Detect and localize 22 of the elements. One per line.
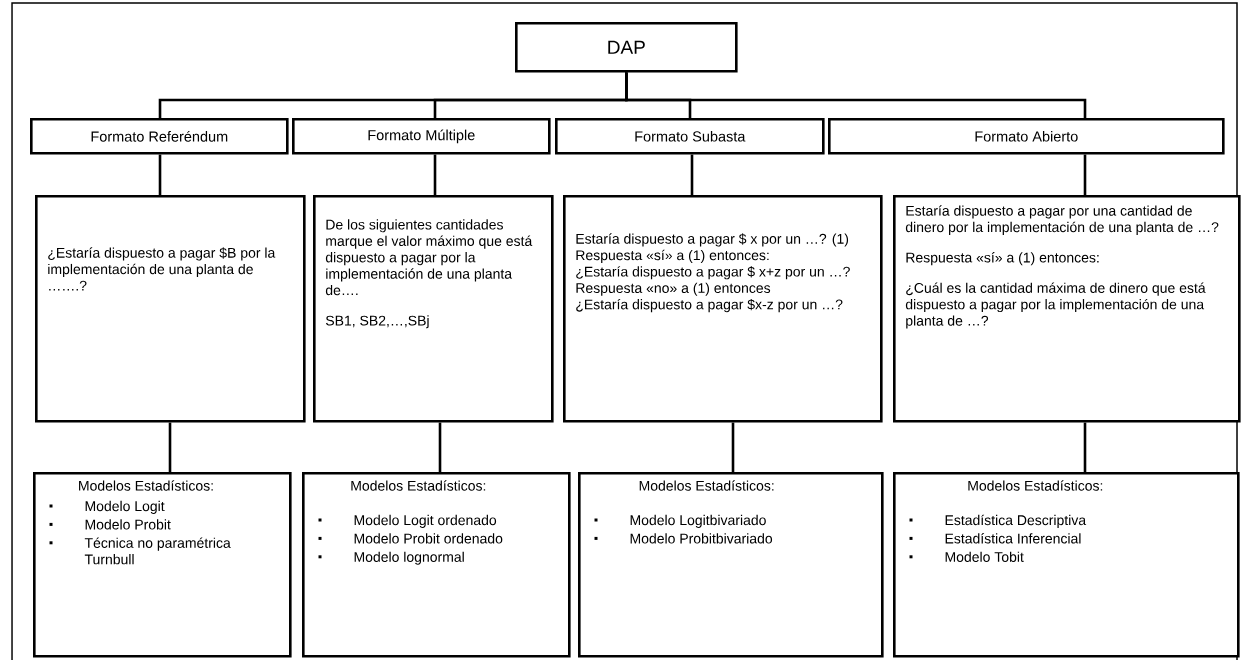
connector	[433, 154, 437, 195]
connector	[690, 154, 694, 195]
question-box: ¿Estaría dispuesto a pagar $B por la implementación de una planta de …….?	[35, 195, 306, 423]
format-box: Formato Referéndum	[30, 118, 289, 155]
connector	[731, 422, 735, 472]
format-box: Formato Abierto	[828, 118, 1225, 155]
question-box: De los siguientes cantidades marque el valor máximo que está dispuesto a pagar por la implementación de una planta de…. SB1, SB2,…,SBj	[313, 195, 554, 423]
question-box: Estaría dispuesto a pagar $ x por un …? (1) Respuesta «sí» a (1) entonces: ¿Estaría dispuesto a pagar $ x+z por un …? Respuesta «no» a (1) entonces ¿Estaría dispuesto a pagar $x-z por un …?	[563, 195, 883, 423]
models-box: Modelos Estadísticos: Modelo Logitbivariado Modelo Probitbivariado	[578, 472, 884, 658]
connector	[625, 72, 1087, 118]
models-box: Modelos Estadísticos: Estadística Descriptiva Estadística Inferencial Modelo Tobit	[893, 472, 1240, 658]
connector	[1083, 422, 1087, 472]
root-box: DAP	[515, 22, 738, 73]
models-box: Modelos Estadísticos: Modelo Logit Modelo Probit Técnica no paramétrica Turnbull	[33, 472, 292, 658]
connector	[168, 422, 172, 472]
connector	[158, 154, 162, 195]
format-box: Formato Múltiple	[292, 118, 551, 155]
format-box: Formato Subasta	[555, 118, 825, 155]
question-box: Estaría dispuesto a pagar por una cantidad de dinero por la implementación de una planta de …? Respuesta «sí» a (1) entonces: ¿Cuál es la cantidad máxima de dinero que está dispuesto a pagar por la implementación de una planta de …?	[893, 195, 1241, 423]
models-box: Modelos Estadísticos: Modelo Logit ordenado Modelo Probit ordenado Modelo lognormal	[302, 472, 571, 658]
connector	[1083, 154, 1087, 195]
connector	[438, 422, 442, 472]
